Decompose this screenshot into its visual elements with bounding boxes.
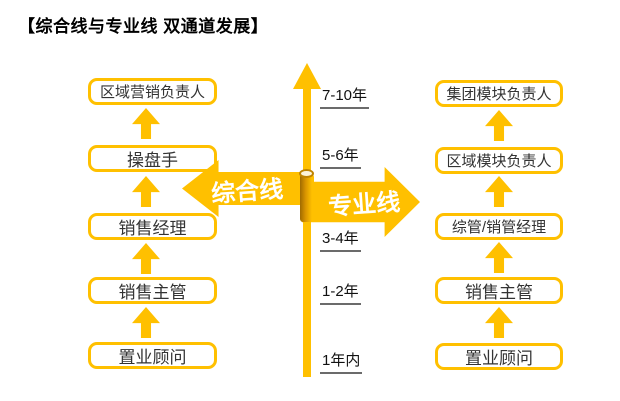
box-generalist-level-5: 区域营销负责人 bbox=[88, 78, 217, 105]
timeline-axis-arrowhead-icon bbox=[293, 63, 321, 89]
up-arrow-icon bbox=[132, 108, 160, 139]
timeline-tick: 7-10年 bbox=[320, 84, 370, 109]
timeline-tick: 1年内 bbox=[320, 349, 363, 374]
timeline-tick: 1-2年 bbox=[320, 280, 361, 305]
generalist-banner-label: 综合线 bbox=[210, 175, 285, 208]
tick-label: 5-6年 bbox=[320, 144, 361, 169]
box-generalist-level-4: 操盘手 bbox=[88, 145, 217, 172]
up-arrow-icon bbox=[485, 110, 513, 141]
tick-label: 3-4年 bbox=[320, 227, 361, 252]
box-generalist-level-1: 置业顾问 bbox=[88, 342, 217, 369]
up-arrow-icon bbox=[132, 307, 160, 338]
page-curl-icon bbox=[300, 174, 314, 222]
box-specialist-level-1: 置业顾问 bbox=[435, 343, 563, 370]
page-curl-top-icon bbox=[299, 169, 314, 178]
timeline-tick: 3-4年 bbox=[320, 227, 361, 252]
up-arrow-icon bbox=[132, 243, 160, 274]
box-specialist-level-4: 区域模块负责人 bbox=[435, 147, 563, 174]
up-arrow-icon bbox=[485, 176, 513, 207]
page-title: 【综合线与专业线 双通道发展】 bbox=[18, 17, 269, 36]
up-arrow-icon bbox=[132, 176, 160, 207]
box-generalist-level-2: 销售主管 bbox=[88, 277, 217, 304]
tick-label: 1-2年 bbox=[320, 280, 361, 305]
box-generalist-level-3: 销售经理 bbox=[88, 213, 217, 240]
timeline-axis-line bbox=[303, 85, 311, 377]
box-specialist-level-5: 集团模块负责人 bbox=[435, 80, 563, 107]
timeline-tick: 5-6年 bbox=[320, 144, 361, 169]
up-arrow-icon bbox=[485, 307, 513, 338]
box-specialist-level-2: 销售主管 bbox=[435, 277, 563, 304]
specialist-banner-label: 专业线 bbox=[327, 189, 402, 221]
up-arrow-icon bbox=[485, 242, 513, 273]
tick-label: 1年内 bbox=[320, 349, 363, 374]
tick-label: 7-10年 bbox=[320, 84, 370, 109]
box-specialist-level-3: 综管/销管经理 bbox=[435, 213, 563, 240]
